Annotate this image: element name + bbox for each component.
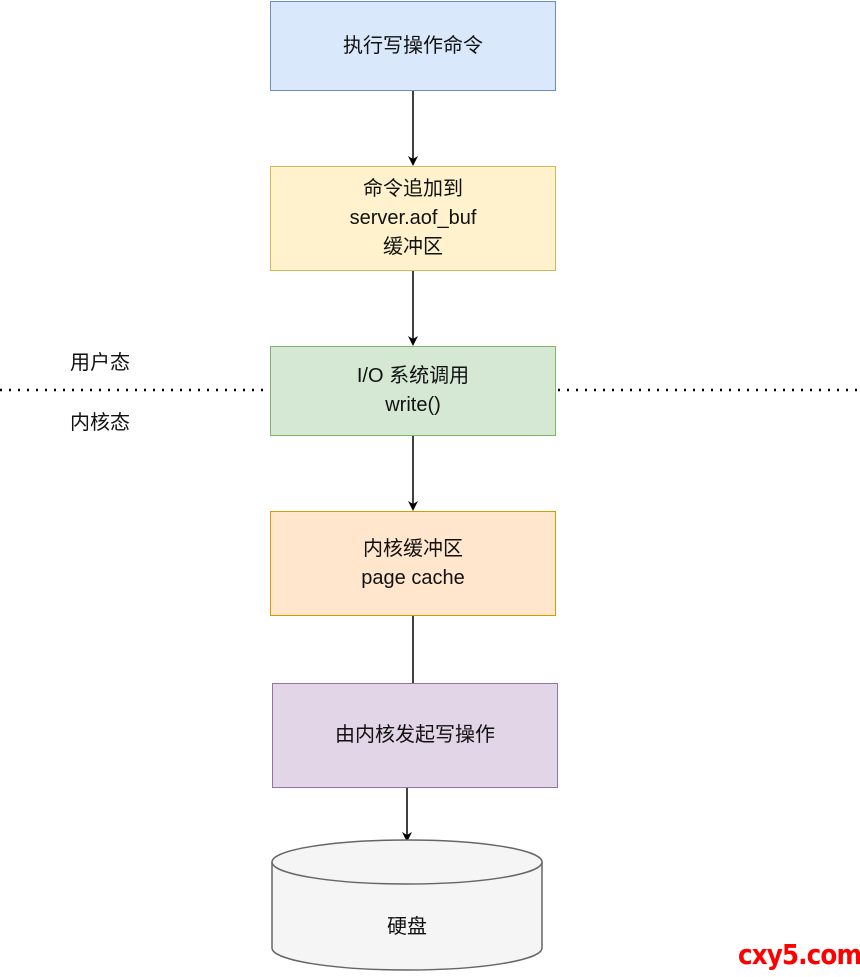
step-line: 执行写操作命令	[343, 34, 483, 57]
step-line: 由内核发起写操作	[335, 724, 495, 746]
step-line: 内核缓冲区	[363, 537, 463, 560]
kernel-space-label: 内核态	[70, 412, 130, 434]
step-line: page cache	[361, 566, 465, 589]
disk-cylinder-icon	[271, 839, 543, 971]
step-line: 缓冲区	[383, 236, 443, 258]
disk-label: 硬盘	[387, 916, 427, 938]
step-line: I/O 系统调用	[356, 365, 470, 387]
step-io-syscall-write: I/O 系统调用 write()	[270, 346, 556, 436]
step-kernel-page-cache: 内核缓冲区 page cache	[270, 511, 556, 616]
step-line: write()	[385, 394, 441, 416]
user-space-label: 用户态	[70, 352, 130, 374]
step-execute-write-command: 执行写操作命令	[270, 1, 556, 91]
step-line: 命令追加到	[363, 178, 463, 200]
step-kernel-initiates-write: 由内核发起写操作	[272, 683, 558, 788]
step-line: server.aof_buf	[349, 207, 477, 229]
watermark: cxy5.com	[738, 938, 860, 971]
step-append-aof-buf: 命令追加到 server.aof_buf 缓冲区	[270, 166, 556, 271]
